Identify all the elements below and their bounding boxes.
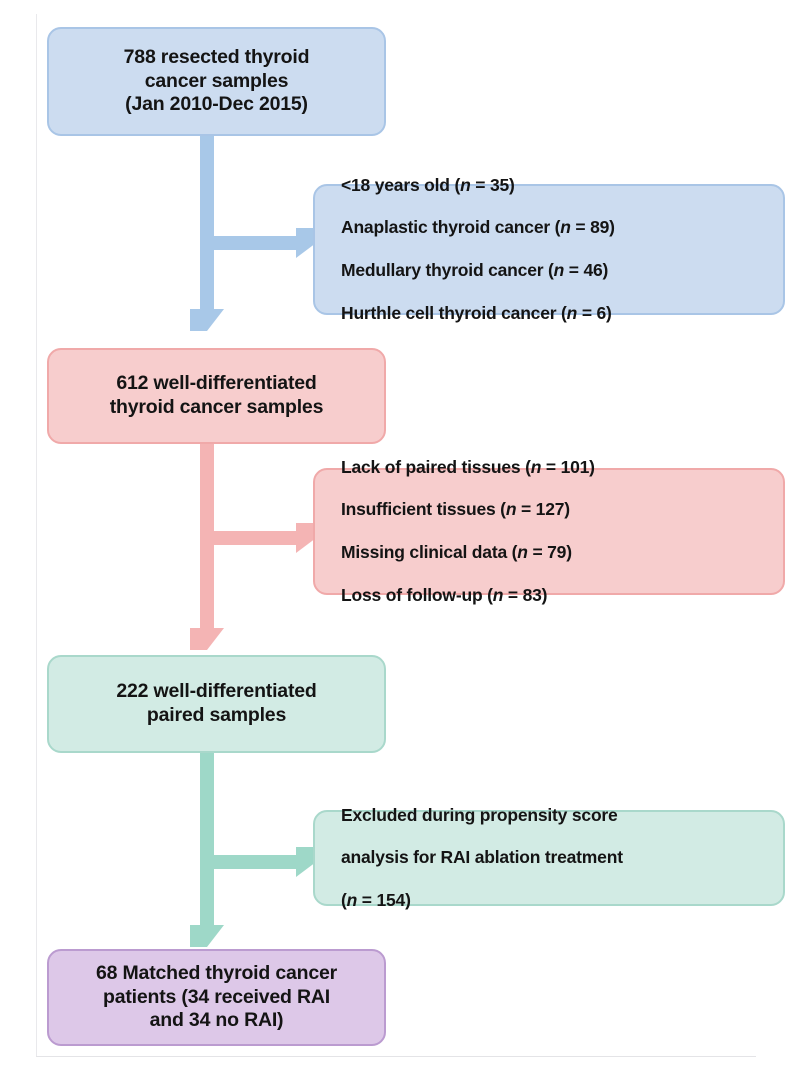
arrowhead-blue-right xyxy=(296,228,316,258)
node-final-text: 68 Matched thyroid cancer patients (34 r… xyxy=(96,961,337,1032)
node-exclusion-1: <18 years old (n = 35) Anaplastic thyroi… xyxy=(313,175,785,323)
exclusion-1-line-1: <18 years old (n = 35) xyxy=(341,174,515,195)
arrowhead-teal-right xyxy=(296,847,316,877)
exclusion-1-line-3: Medullary thyroid cancer (n = 46) xyxy=(341,260,609,281)
arrowhead-teal-down xyxy=(190,925,224,947)
arrowhead-pink-down xyxy=(190,628,224,650)
exclusion-3-line-3: (n = 154) xyxy=(341,890,411,911)
connector-pink-branch xyxy=(200,531,300,545)
arrowhead-blue-down xyxy=(190,309,224,331)
node-stage3-222-paired-samples: 222 well-differentiated paired samples xyxy=(47,655,386,753)
page-rule-bottom xyxy=(36,1056,756,1057)
node-stage2-612-samples: 612 well-differentiated thyroid cancer s… xyxy=(47,348,386,444)
connector-blue-trunk xyxy=(200,136,214,311)
node-stage3-text: 222 well-differentiated paired samples xyxy=(116,680,317,726)
node-exclusion-1-text: <18 years old (n = 35) Anaplastic thyroi… xyxy=(315,153,783,345)
exclusion-1-line-2: Anaplastic thyroid cancer (n = 89) xyxy=(341,217,615,238)
node-final-68-matched-patients: 68 Matched thyroid cancer patients (34 r… xyxy=(47,949,386,1046)
node-start-788-resected-samples: 788 resected thyroid cancer samples (Jan… xyxy=(47,27,386,136)
node-exclusion-2: Lack of paired tissues (n = 101) Insuffi… xyxy=(313,457,785,605)
arrowhead-pink-right xyxy=(296,523,316,553)
node-exclusion-2-text: Lack of paired tissues (n = 101) Insuffi… xyxy=(315,435,783,627)
connector-teal-trunk xyxy=(200,753,214,927)
exclusion-2-line-2: Insufficient tissues (n = 127) xyxy=(341,499,570,520)
node-exclusion-3-text: Excluded during propensity score analysi… xyxy=(315,783,783,932)
page-rule-left xyxy=(36,14,37,1056)
connector-blue-branch xyxy=(200,236,300,250)
connector-teal-branch xyxy=(200,855,300,869)
exclusion-3-line-2: analysis for RAI ablation treatment xyxy=(341,847,623,868)
node-exclusion-3: Excluded during propensity score analysi… xyxy=(313,805,785,910)
node-start-text: 788 resected thyroid cancer samples (Jan… xyxy=(123,45,310,116)
node-stage2-text: 612 well-differentiated thyroid cancer s… xyxy=(109,372,324,418)
exclusion-2-line-4: Loss of follow-up (n = 83) xyxy=(341,584,548,605)
exclusion-1-line-4: Hurthle cell thyroid cancer (n = 6) xyxy=(341,302,612,323)
exclusion-3-line-1: Excluded during propensity score xyxy=(341,804,618,825)
exclusion-2-line-3: Missing clinical data (n = 79) xyxy=(341,542,572,563)
exclusion-2-line-1: Lack of paired tissues (n = 101) xyxy=(341,456,595,477)
